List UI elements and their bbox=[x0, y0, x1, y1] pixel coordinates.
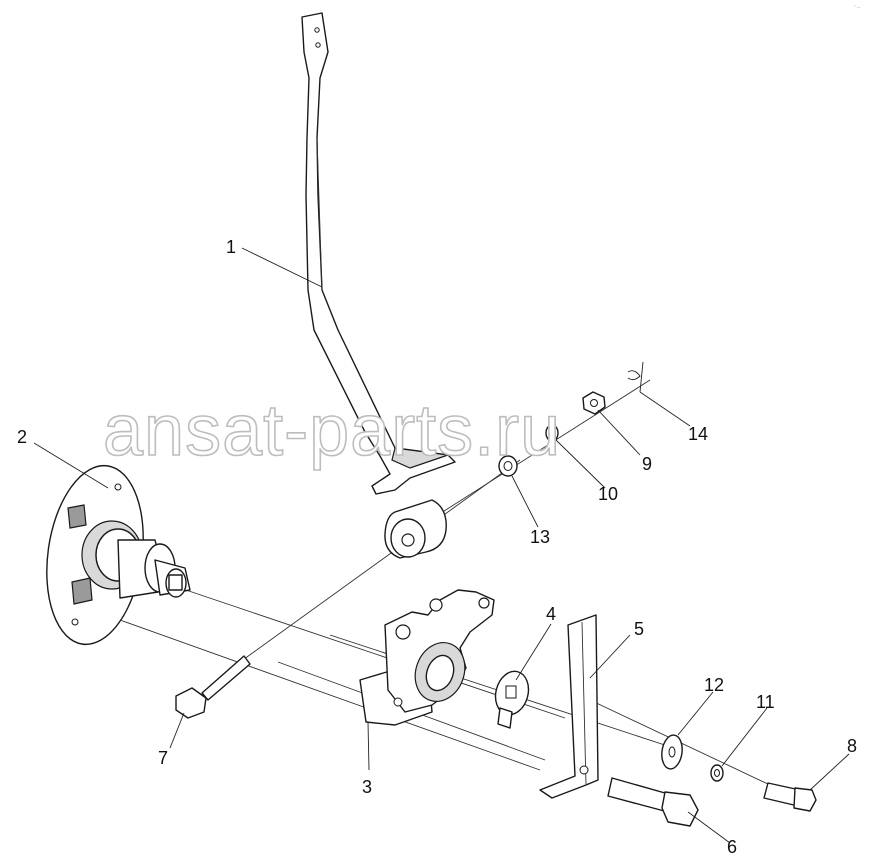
corner-mark: ° — bbox=[854, 4, 861, 9]
callout-4: 4 bbox=[546, 604, 556, 624]
angle-bracket-part bbox=[539, 614, 599, 799]
callout-1: 1 bbox=[226, 237, 236, 257]
plate-washer-part bbox=[494, 670, 530, 729]
pedal-flange-part bbox=[46, 464, 191, 646]
callout-12: 12 bbox=[704, 675, 724, 695]
callout-3: 3 bbox=[362, 777, 372, 797]
callout-14: 14 bbox=[688, 424, 708, 444]
callout-7: 7 bbox=[158, 748, 168, 768]
callout-2: 2 bbox=[17, 427, 27, 447]
bolt-7-part bbox=[175, 655, 251, 719]
callout-8: 8 bbox=[847, 736, 857, 756]
callout-labels: 1 2 3 4 5 6 7 8 9 10 11 12 13 14 bbox=[17, 237, 857, 857]
cotter-pin-14-part bbox=[627, 361, 644, 393]
washer-12-part bbox=[661, 734, 683, 770]
bolt-8-part bbox=[763, 782, 817, 812]
watermark-text: ansat-parts.ru bbox=[103, 391, 561, 471]
callout-13: 13 bbox=[530, 527, 550, 547]
washer-13-part bbox=[498, 455, 518, 477]
washer-11-part bbox=[710, 764, 724, 782]
bolt-6-part bbox=[607, 777, 699, 827]
washer-10-part bbox=[545, 424, 559, 442]
bracket-part bbox=[359, 589, 495, 726]
leader-lines bbox=[33, 247, 850, 844]
callout-6: 6 bbox=[727, 837, 737, 857]
callout-10: 10 bbox=[598, 484, 618, 504]
nut-9-part bbox=[582, 391, 606, 415]
callout-5: 5 bbox=[634, 619, 644, 639]
lever-part bbox=[301, 12, 456, 559]
callout-9: 9 bbox=[642, 454, 652, 474]
callout-11: 11 bbox=[756, 692, 775, 712]
